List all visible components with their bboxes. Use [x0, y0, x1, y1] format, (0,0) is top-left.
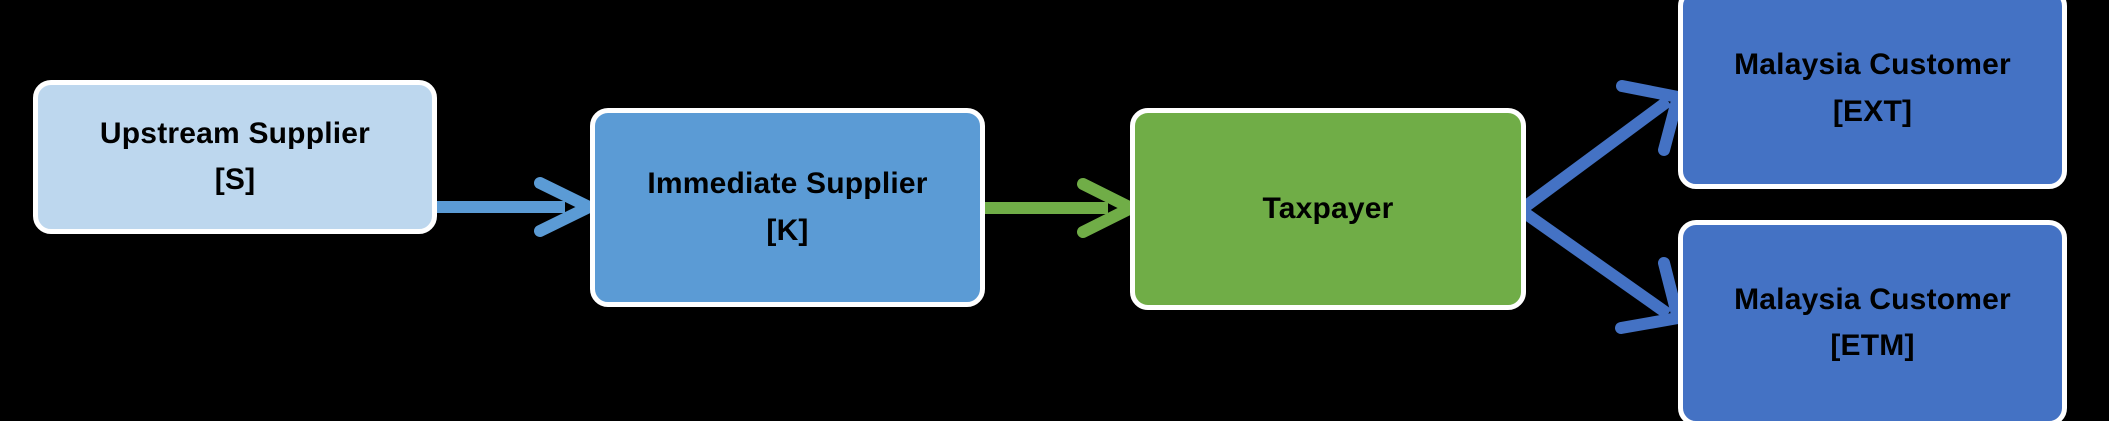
node-taxpayer[interactable]: Taxpayer	[1130, 108, 1526, 310]
node-upstream-supplier-line2: [S]	[214, 163, 256, 196]
node-upstream-supplier-line1: Upstream Supplier	[99, 116, 371, 150]
node-immediate-supplier[interactable]: Immediate Supplier [K]	[590, 108, 985, 307]
connector-immediate-to-taxpayer	[978, 178, 1145, 238]
node-customer-etm-line2: [ETM]	[1830, 329, 1915, 362]
node-immediate-supplier-line1: Immediate Supplier	[647, 167, 928, 200]
node-immediate-supplier-line2: [K]	[766, 213, 809, 247]
node-customer-ext[interactable]: Malaysia Customer [EXT]	[1678, 0, 2067, 189]
node-customer-etm-line1: Malaysia Customer	[1734, 282, 2011, 316]
connector-upstream-to-immediate	[437, 177, 603, 237]
node-upstream-supplier[interactable]: Upstream Supplier [S]	[33, 80, 437, 234]
node-customer-ext-line2: [EXT]	[1832, 94, 1913, 128]
connector-taxpayer-to-customer-etm	[1518, 206, 1686, 334]
node-customer-etm[interactable]: Malaysia Customer [ETM]	[1678, 220, 2067, 421]
node-customer-ext-line1: Malaysia Customer	[1734, 48, 2011, 81]
node-taxpayer-line1: Taxpayer	[1262, 191, 1394, 225]
connector-taxpayer-to-customer-ext	[1518, 80, 1686, 214]
